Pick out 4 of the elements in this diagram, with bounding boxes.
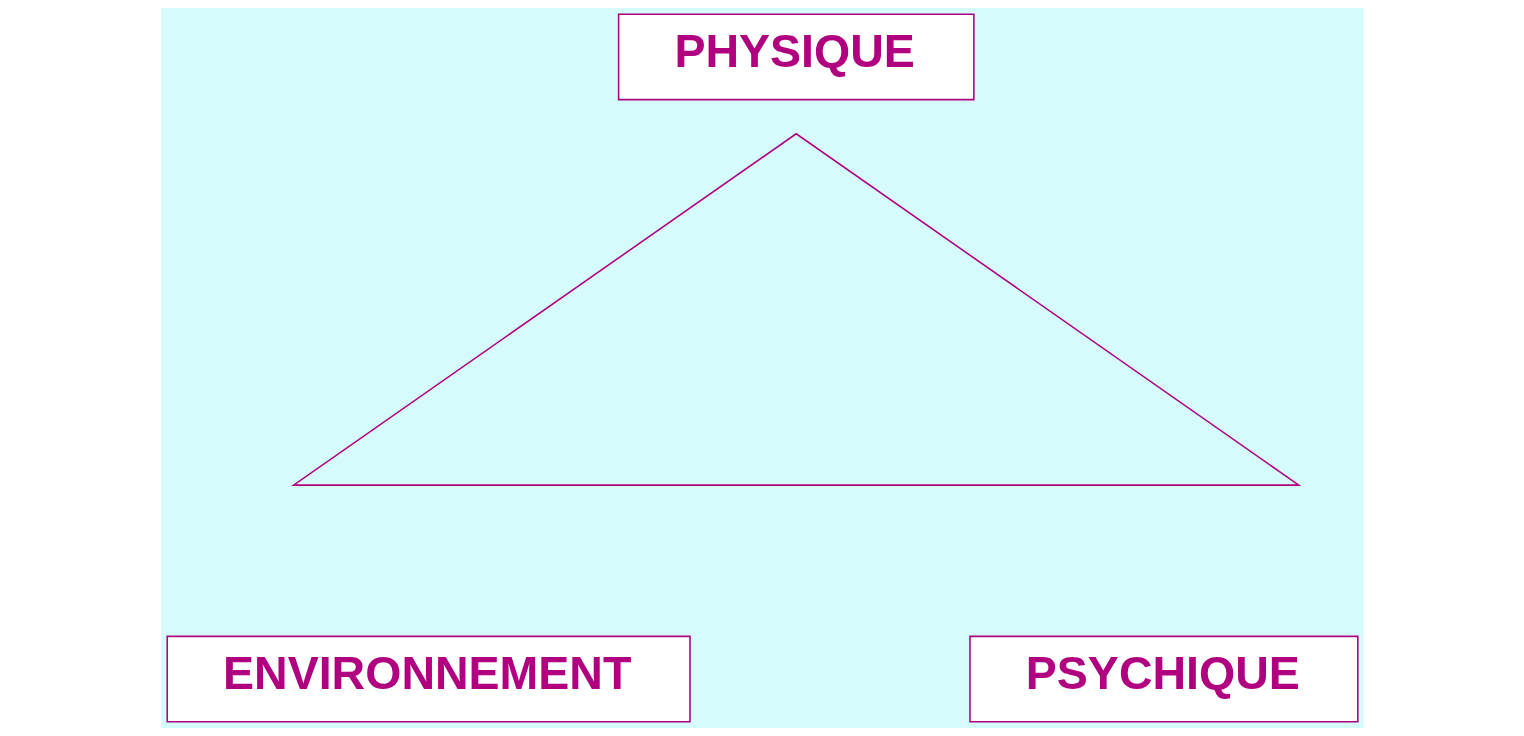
node-box: PHYSIQUE (617, 13, 975, 101)
node-box: ENVIRONNEMENT (165, 635, 691, 723)
node-box: PSYCHIQUE (968, 635, 1359, 723)
node-triangle (290, 132, 1301, 486)
